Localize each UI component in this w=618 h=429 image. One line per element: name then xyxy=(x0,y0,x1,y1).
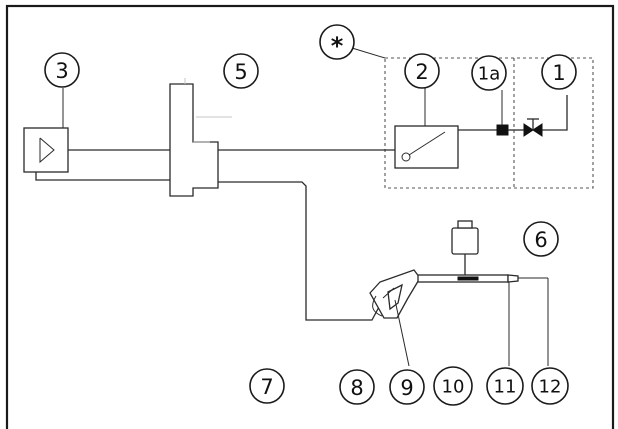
shutoff-valve-left xyxy=(523,123,534,137)
callout-9: 9 xyxy=(389,369,425,405)
callout-3-circle xyxy=(44,52,80,88)
pump-symbol xyxy=(39,137,55,164)
callout-8: 8 xyxy=(339,369,375,405)
callout-star-circle xyxy=(319,24,355,60)
callout-10-label: 10 xyxy=(442,377,465,398)
high-pressure-hose xyxy=(218,181,381,321)
callout-10-circle xyxy=(433,366,473,406)
callout-2: 2 xyxy=(404,53,440,89)
callout-11-circle xyxy=(486,367,524,405)
spray-gun-trigger xyxy=(372,295,383,317)
spray-nozzle xyxy=(507,274,519,283)
callout-3-label: 3 xyxy=(55,59,68,83)
callout-3: 3 xyxy=(44,52,80,88)
callout-9-label: 9 xyxy=(400,376,413,400)
callout-8-label: 8 xyxy=(350,376,363,400)
callout-6: 6 xyxy=(523,221,559,257)
callout-1a-label: 1a xyxy=(478,64,500,85)
diagram-frame xyxy=(5,4,615,429)
callout-10: 10 xyxy=(433,366,473,406)
lance-detergent-injector xyxy=(457,276,479,281)
detergent-cap xyxy=(457,220,473,229)
callout-8-circle xyxy=(339,369,375,405)
water-filter xyxy=(496,124,509,136)
detergent-container xyxy=(451,227,479,255)
pump-return-line xyxy=(35,172,170,181)
callout-12: 12 xyxy=(531,367,569,405)
float-tank xyxy=(394,125,459,169)
callout-7: 7 xyxy=(249,368,285,404)
callout-2-circle xyxy=(404,53,440,89)
callouts: * 1 1a 2 3 5 6 7 8 9 10 11 12 xyxy=(44,24,577,406)
spray-gun-grip-line xyxy=(382,287,395,299)
callout-star-label: * xyxy=(331,32,344,60)
spray-gun-handle-inner xyxy=(387,283,403,311)
machine-block xyxy=(169,83,219,197)
leader-star xyxy=(351,47,386,59)
supply-line-tap xyxy=(542,95,568,131)
callout-star: * xyxy=(319,24,355,60)
callout-2-label: 2 xyxy=(415,60,428,84)
shutoff-valve-right xyxy=(532,123,543,137)
callout-5-circle xyxy=(223,53,259,89)
callout-1-circle xyxy=(541,54,577,90)
float-valve-pivot xyxy=(401,152,411,162)
callout-5-label: 5 xyxy=(234,60,247,84)
callout-12-circle xyxy=(531,367,569,405)
float-valve-arm xyxy=(408,131,446,156)
callout-1-label: 1 xyxy=(552,61,565,85)
callout-6-label: 6 xyxy=(534,228,547,252)
callout-9-circle xyxy=(389,369,425,405)
callout-1a: 1a xyxy=(471,55,507,91)
callout-12-label: 12 xyxy=(539,377,562,398)
callout-1a-circle xyxy=(471,55,507,91)
callout-7-label: 7 xyxy=(260,375,273,399)
callout-1: 1 xyxy=(541,54,577,90)
callout-5: 5 xyxy=(223,53,259,89)
callout-11-label: 11 xyxy=(494,377,517,398)
callout-6-circle xyxy=(523,221,559,257)
callout-11: 11 xyxy=(486,367,524,405)
pump-unit xyxy=(23,127,69,173)
callout-7-circle xyxy=(249,368,285,404)
leader-9 xyxy=(394,299,410,367)
